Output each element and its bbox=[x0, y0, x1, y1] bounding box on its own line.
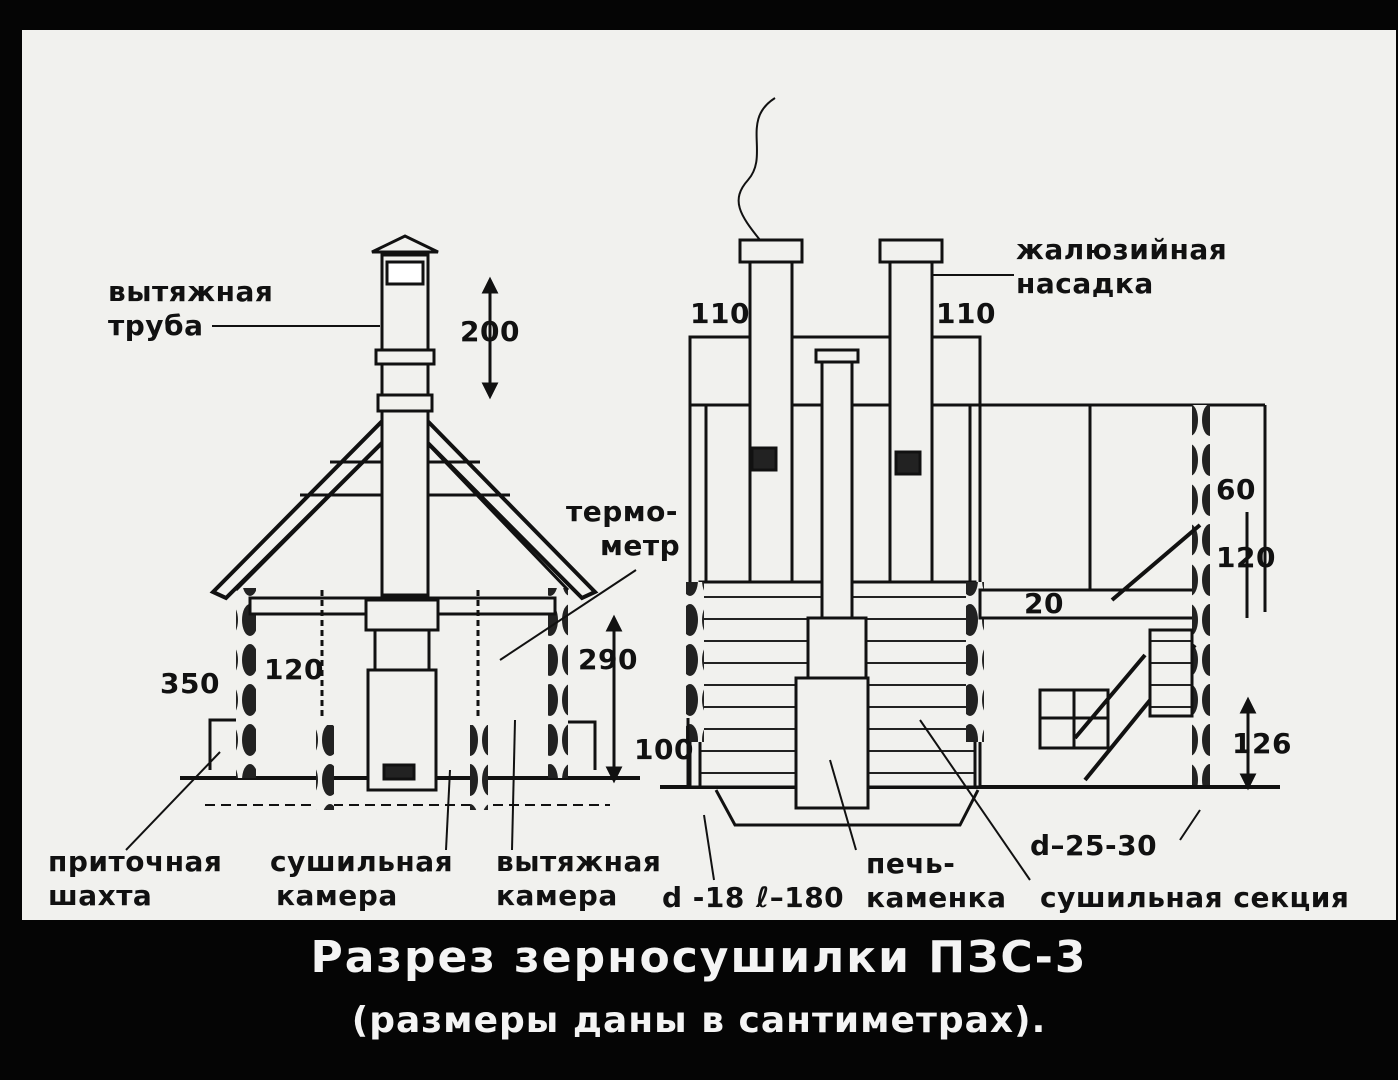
thermometer-label-line2: метр bbox=[600, 529, 681, 562]
dimension-60: 60 bbox=[1216, 473, 1256, 506]
dimension-100: 100 bbox=[634, 733, 694, 766]
louver-cap-label-line1: жалюзийная bbox=[1016, 233, 1228, 266]
drying-chamber-label-line2: камера bbox=[276, 879, 398, 912]
exhaust-chamber-label-line1: вытяжная bbox=[496, 845, 662, 878]
exhaust-pipe-label-line1: вытяжная bbox=[108, 275, 274, 308]
exhaust-pipe-label-line2: труба bbox=[108, 309, 204, 342]
right-side-section bbox=[660, 97, 1280, 881]
stove-label-line1: печь- bbox=[866, 847, 956, 880]
dimension-120-left: 120 bbox=[264, 653, 324, 686]
dimension-110-left: 110 bbox=[690, 297, 750, 330]
supply-shaft-label-line2: шахта bbox=[48, 879, 153, 912]
dimension-20: 20 bbox=[1024, 587, 1064, 620]
exhaust-chamber-label-line2: камера bbox=[496, 879, 618, 912]
supply-shaft-label-line1: приточная bbox=[48, 845, 223, 878]
pile-length-label: ℓ–180 bbox=[756, 881, 845, 914]
left-cross-section bbox=[125, 234, 640, 851]
figure-subtitle: (размеры даны в сантиметрах). bbox=[351, 1000, 1047, 1041]
dimension-200: 200 bbox=[460, 315, 520, 348]
pile-diameter-label: d -18 bbox=[662, 881, 745, 914]
dimension-350: 350 bbox=[160, 667, 220, 700]
louver-cap-label-line2: насадка bbox=[1016, 267, 1154, 300]
dimension-126: 126 bbox=[1232, 727, 1292, 760]
figure-title: Разрез зерносушилки ПЗС-3 bbox=[310, 932, 1088, 983]
dimension-120-right: 120 bbox=[1216, 541, 1276, 574]
dimension-110-right: 110 bbox=[936, 297, 996, 330]
log-diameter-label: d–25-30 bbox=[1030, 829, 1158, 862]
thermometer-label-line1: термо- bbox=[566, 495, 679, 528]
drying-section-label: сушильная секция bbox=[1040, 881, 1350, 914]
dimension-290: 290 bbox=[578, 643, 638, 676]
drying-chamber-label-line1: сушильная bbox=[270, 845, 454, 878]
stove-label-line2: каменка bbox=[866, 881, 1007, 914]
